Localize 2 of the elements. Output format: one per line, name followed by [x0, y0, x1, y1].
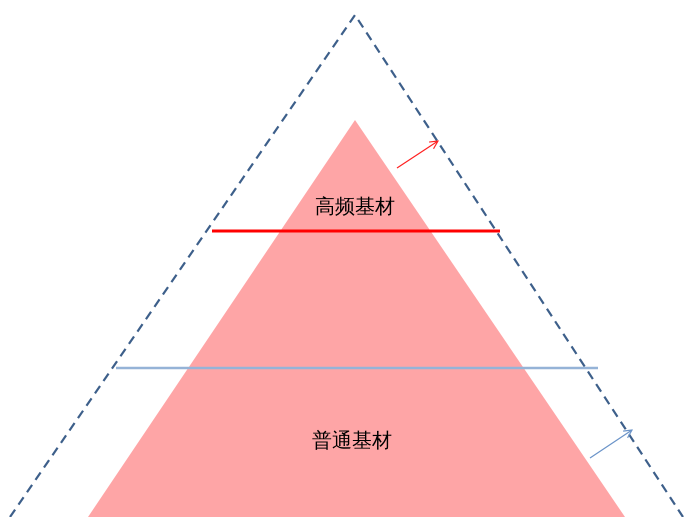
layer-label: 高频基材 — [315, 197, 395, 217]
layer-label: 普通基材 — [312, 431, 392, 451]
